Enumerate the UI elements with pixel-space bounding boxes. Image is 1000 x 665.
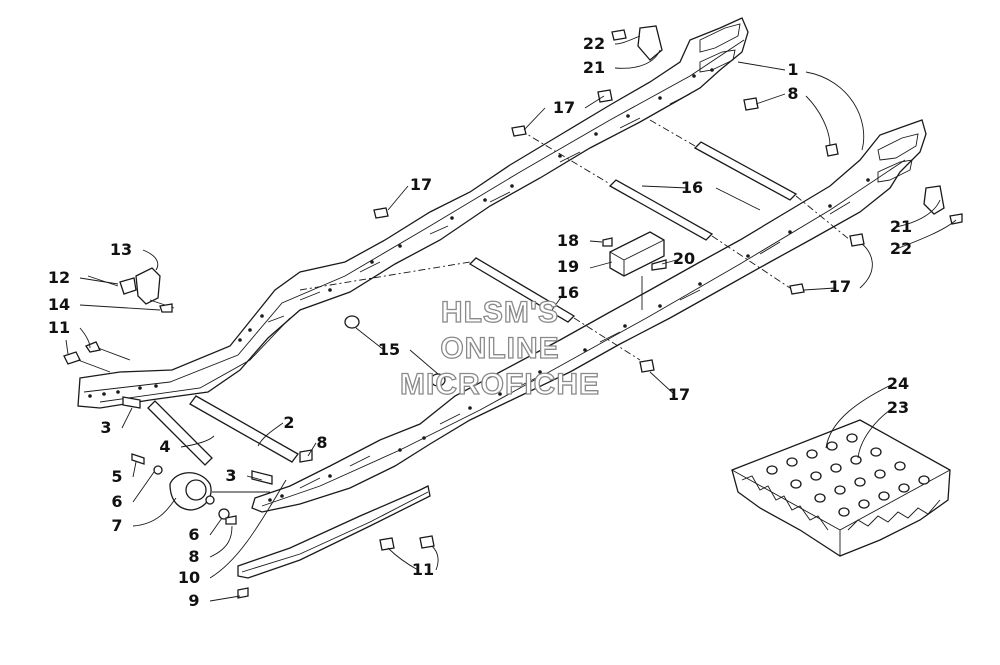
callout-c-11-a: 11	[48, 318, 70, 337]
callout-c-23: 23	[887, 398, 909, 417]
callout-c-19: 19	[557, 257, 579, 276]
track-section	[731, 419, 951, 557]
callout-c-13: 13	[110, 240, 132, 259]
callout-c-17-a: 17	[553, 98, 575, 117]
callout-c-6-b: 6	[188, 525, 199, 544]
callout-c-1: 1	[787, 60, 798, 79]
callout-c-22-top: 22	[583, 34, 605, 53]
callout-c-3-b: 3	[225, 466, 236, 485]
watermark-line-1: HLSM'S	[441, 296, 559, 329]
cross-shafts	[122, 119, 851, 485]
right-slide-rail	[251, 119, 927, 513]
callout-c-10: 10	[178, 568, 200, 587]
callout-c-11-b: 11	[412, 560, 434, 579]
front-bracket	[63, 267, 175, 373]
watermark-line-3: MICROFICHE	[400, 368, 600, 401]
callout-c-4: 4	[159, 437, 170, 456]
bumper-block	[602, 231, 667, 310]
callout-c-22-right: 22	[890, 239, 912, 258]
callout-c-6-a: 6	[111, 492, 122, 511]
callout-c-17-d: 17	[668, 385, 690, 404]
callout-c-3-a: 3	[100, 418, 111, 437]
watermark: HLSM'S ONLINE MICROFICHE	[399, 295, 600, 401]
callout-c-16-b: 16	[557, 283, 579, 302]
callout-c-20: 20	[673, 249, 695, 268]
callout-c-8-mid: 8	[316, 433, 327, 452]
callout-c-12: 12	[48, 268, 70, 287]
callout-c-18: 18	[557, 231, 579, 250]
callout-c-5: 5	[111, 467, 122, 486]
callout-c-16-a: 16	[681, 178, 703, 197]
callout-c-2: 2	[283, 413, 294, 432]
leader-lines	[65, 35, 957, 602]
callout-c-8-low: 8	[188, 547, 199, 566]
callout-c-9: 9	[188, 591, 199, 610]
callout-c-8-top: 8	[787, 84, 798, 103]
watermark-line-2: ONLINE	[440, 332, 559, 365]
callout-c-17-b: 17	[410, 175, 432, 194]
callout-c-14: 14	[48, 295, 70, 314]
wear-strip	[237, 485, 431, 579]
callout-c-15: 15	[378, 340, 400, 359]
callout-c-24: 24	[887, 374, 909, 393]
callout-c-17-c: 17	[829, 277, 851, 296]
callout-c-21-top: 21	[583, 58, 605, 77]
left-slide-rail	[77, 17, 749, 409]
callout-c-21-right: 21	[890, 217, 912, 236]
idler-wheel	[131, 449, 313, 525]
callout-c-7: 7	[111, 516, 122, 535]
